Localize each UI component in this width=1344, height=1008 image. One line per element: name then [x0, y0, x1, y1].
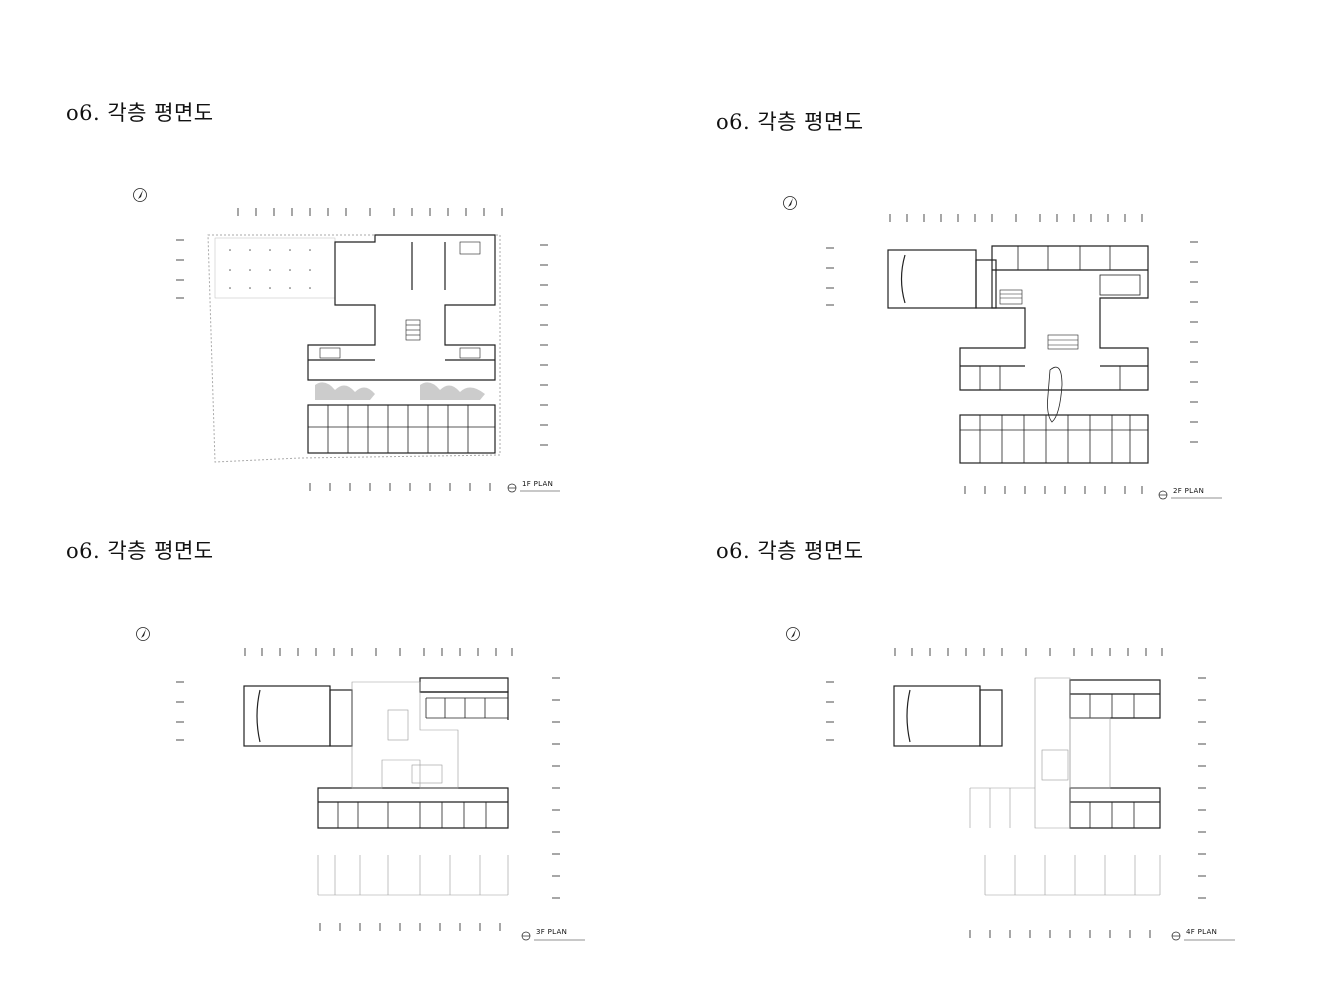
- floor-plan-1f-drawing: [133, 188, 560, 493]
- plan-label-1f: 1F PLAN: [522, 480, 554, 488]
- floor-plan-2f: 2F PLAN: [770, 190, 1240, 510]
- floor-plan-1f: 1F PLAN: [120, 180, 590, 500]
- floor-plan-3f-drawing: [136, 627, 585, 941]
- north-arrow-icon: [133, 188, 147, 202]
- sheet-title-1f: o6. 각층 평면도: [66, 101, 214, 125]
- north-arrow-icon: [783, 196, 797, 210]
- floor-plan-3f: 3F PLAN: [120, 620, 590, 950]
- north-arrow-icon: [786, 627, 800, 641]
- sheet-title-3f: o6. 각층 평면도: [66, 539, 214, 563]
- sheet-title-2f: o6. 각층 평면도: [716, 110, 864, 134]
- north-arrow-icon: [136, 627, 150, 641]
- plan-label-4f: 4F PLAN: [1186, 928, 1218, 936]
- floor-plan-2f-drawing: [783, 196, 1222, 500]
- floor-plan-4f: 4F PLAN: [770, 620, 1240, 950]
- plan-label-3f: 3F PLAN: [536, 928, 568, 936]
- sheet-title-4f: o6. 각층 평면도: [716, 539, 864, 563]
- floor-plan-4f-drawing: [786, 627, 1235, 941]
- plan-label-2f: 2F PLAN: [1173, 487, 1205, 495]
